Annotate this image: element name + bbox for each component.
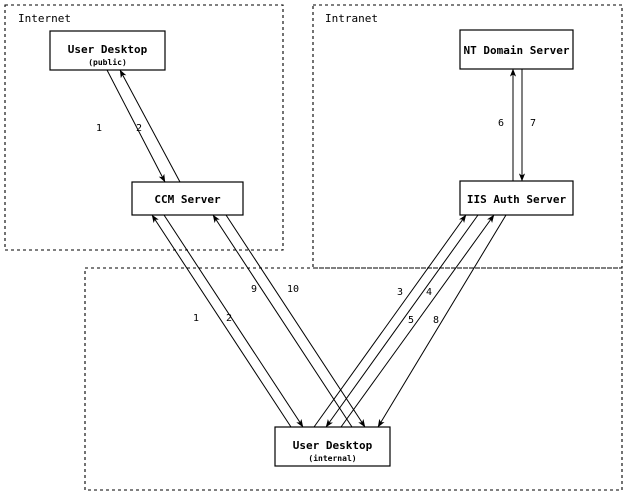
edge-label-step-1-internal: 1 (193, 313, 199, 324)
edge-label-step-3: 3 (397, 287, 403, 298)
edge-label-step-2-public: 2 (136, 123, 142, 134)
edge-iis-to-nt-domain (509, 68, 526, 182)
zone-label-intranet: Intranet (325, 12, 378, 25)
node-ccm-server[interactable]: CCM Server (131, 181, 244, 216)
edge-internal-desktop-to-iis-second (340, 214, 507, 428)
edge-label-step-1-public: 1 (96, 123, 102, 134)
edge-label-step-4: 4 (426, 287, 432, 298)
edge-ccm-to-internal-desktop-secondary (212, 214, 366, 428)
node-subtitle-user-desktop-internal: (internal) (308, 453, 356, 463)
zone-internet-boundary (4, 4, 284, 251)
edge-label-step-7: 7 (530, 118, 536, 129)
edge-internal-desktop-to-ccm (151, 214, 304, 428)
node-title-user-desktop-internal: User Desktop (293, 439, 373, 452)
edge-label-step-2-internal: 2 (226, 313, 232, 324)
zone-intranet-boundary (312, 4, 623, 269)
edge-internal-desktop-to-iis-first (313, 214, 479, 428)
zone-label-internet: Internet (18, 12, 71, 25)
zone-internal-boundary (84, 267, 623, 491)
node-title-user-desktop-public: User Desktop (68, 43, 148, 56)
node-title-nt-domain-server: NT Domain Server (464, 44, 570, 57)
node-user-desktop-public[interactable]: User Desktop (public) (49, 30, 166, 71)
edge-public-desktop-to-ccm (106, 69, 181, 183)
edge-label-step-10: 10 (287, 284, 299, 295)
node-iis-auth-server[interactable]: IIS Auth Server (459, 180, 574, 216)
edge-label-step-9: 9 (251, 284, 257, 295)
node-subtitle-user-desktop-public: (public) (88, 57, 127, 67)
node-nt-domain-server[interactable]: NT Domain Server (459, 29, 574, 70)
edge-label-step-6: 6 (498, 118, 504, 129)
edge-label-step-5: 5 (408, 315, 414, 326)
edge-label-step-8: 8 (433, 315, 439, 326)
node-title-iis-auth-server: IIS Auth Server (467, 193, 567, 206)
node-user-desktop-internal[interactable]: User Desktop (internal) (274, 426, 391, 467)
node-title-ccm-server: CCM Server (154, 193, 221, 206)
